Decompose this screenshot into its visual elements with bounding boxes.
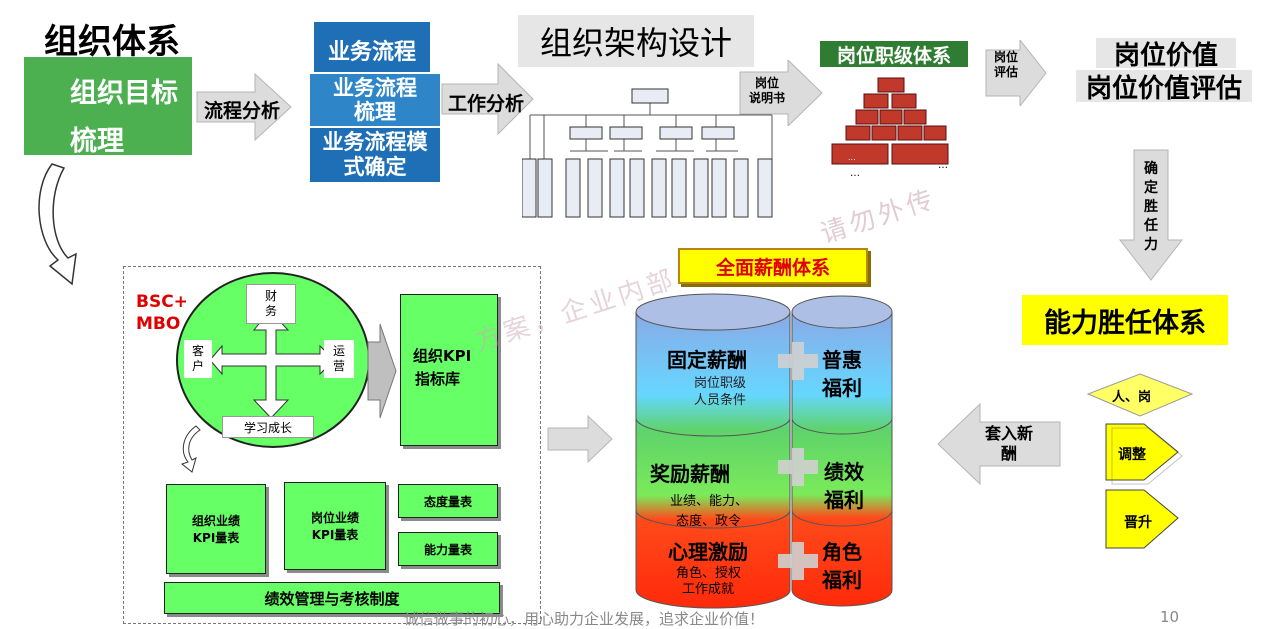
watermark-1: 请勿外传 (817, 184, 941, 250)
job-value-line2: 岗位价值评估 (1076, 70, 1252, 104)
job-eval-line1: 岗位 (993, 50, 1018, 64)
org-perf-line1: 组织业绩 (191, 514, 240, 528)
process-arrow (196, 72, 292, 142)
promote-label: 晋升 (1124, 515, 1152, 531)
fixed-sub1: 岗位职级 (694, 376, 747, 391)
attitude-table: 态度量表 (398, 484, 498, 518)
finance-line2: 务 (264, 304, 277, 318)
char-1: 确 (1144, 161, 1158, 177)
perf-system-bar: 绩效管理与考核制度 (164, 582, 500, 614)
work-arrow (441, 62, 534, 136)
biz-mode-box: 业务流程模 式确定 (310, 128, 440, 182)
competency-down-arrow (1118, 149, 1184, 281)
salary-title-box: 全面薪酬体系 (678, 248, 868, 284)
biz-process-box: 业务流程 (314, 22, 430, 72)
fixed-sub2: 人员条件 (694, 393, 747, 408)
char-3: 胜 (1144, 199, 1158, 215)
into-salary-label: 套入新 酬 (974, 424, 1044, 464)
job-desc-label: 岗位 说明书 (742, 76, 792, 106)
biz-mode-line1: 业务流程模 (322, 130, 428, 154)
org-design-box: 组织架构设计 (518, 15, 754, 67)
bonus-sub2: 态度、政令 (676, 514, 742, 529)
psych-incentive: 心理激励 (668, 540, 748, 564)
into-salary-line2: 酬 (1000, 444, 1017, 463)
org-system-title: 组织体系 (44, 22, 180, 62)
brick-pyramid: ... (831, 77, 949, 165)
learning-label: 学习成长 (222, 416, 314, 438)
customer-label: 客 户 (184, 340, 212, 378)
biz-sort-line2: 梳理 (354, 100, 396, 124)
bsc-to-kpi-arrow (367, 323, 397, 419)
org-perf-table: 组织业绩 KPI量表 (166, 484, 266, 574)
bsc-label-line2: MBO (136, 314, 181, 334)
job-value-line1: 岗位价值 (1096, 38, 1236, 71)
bsc-to-salary-arrow (547, 414, 613, 464)
customer-line1: 客 (191, 344, 204, 358)
svg-text:...: ... (848, 153, 856, 162)
ellipsis-2: … (938, 160, 948, 171)
ellipsis-1: … (850, 168, 860, 179)
welfare-cylinder (791, 295, 893, 607)
psych-sub2: 工作成就 (682, 582, 735, 597)
org-goal-line2: 梳理 (70, 126, 124, 157)
org-chart (522, 88, 773, 218)
org-perf-line2: KPI量表 (192, 531, 240, 545)
curved-down-arrow (38, 163, 77, 286)
org-goal-line1: 组织目标 (70, 78, 178, 109)
into-salary-arrow (937, 402, 1061, 486)
job-eval-label: 岗位 评估 (988, 50, 1024, 80)
char-2: 定 (1144, 180, 1158, 196)
bsc-label-line1: BSC+ (136, 292, 188, 312)
ability-table: 能力量表 (398, 532, 498, 566)
org-kpi-line1: 组织KPI (413, 347, 472, 365)
job-eval-arrow (985, 40, 1047, 106)
post-perf-table: 岗位业绩 KPI量表 (284, 482, 386, 570)
competency-system-box: 能力胜任体系 (1022, 295, 1228, 345)
post-perf-line2: KPI量表 (311, 528, 359, 542)
job-desc-line2: 说明书 (748, 91, 785, 105)
competency-flow (1086, 373, 1194, 549)
operation-line1: 运 (332, 344, 345, 358)
org-goal-box: 组织目标 梳理 (24, 57, 192, 157)
char-5: 力 (1144, 237, 1158, 253)
biz-mode-line2: 式确定 (343, 155, 407, 179)
org-kpi-library: 组织KPI 指标库 (400, 294, 498, 446)
char-4: 任 (1144, 218, 1158, 234)
bsc-cross-arrows (209, 311, 335, 419)
operation-line2: 营 (332, 359, 345, 373)
org-kpi-line2: 指标库 (415, 370, 461, 388)
job-desc-line1: 岗位 (754, 76, 779, 90)
main-cylinder (635, 293, 791, 609)
job-desc-arrow (739, 60, 823, 126)
psych-sub1: 角色、授权 (676, 566, 742, 581)
person-post: 人、岗 (1112, 390, 1152, 405)
salary-cylinders (635, 293, 893, 609)
finance-label: 财 务 (246, 284, 296, 324)
small-curved-arrow (180, 425, 201, 473)
welfare1-line2: 福利 (822, 376, 862, 400)
adjust-label: 调整 (1118, 447, 1146, 463)
finance-line1: 财 (264, 289, 277, 303)
welfare3-line2: 福利 (822, 568, 862, 592)
welfare2-line2: 福利 (824, 488, 864, 512)
biz-process-sort-box: 业务流程 梳理 (310, 74, 440, 126)
job-grade-box: 岗位职级体系 (820, 41, 968, 67)
job-eval-line2: 评估 (993, 65, 1018, 79)
process-analysis-label: 流程分析 (204, 100, 281, 122)
post-perf-line1: 岗位业绩 (310, 511, 359, 525)
operation-label: 运 营 (324, 340, 354, 378)
biz-sort-line1: 业务流程 (333, 76, 417, 100)
page-number: 10 (1160, 608, 1180, 626)
competency-arrow-text: 确 定 胜 任 力 (1138, 160, 1164, 255)
fixed-salary: 固定薪酬 (667, 348, 747, 372)
welfare1-line1: 普惠 (822, 348, 862, 372)
welfare3-line1: 角色 (822, 540, 862, 564)
bonus-sub1: 业绩、能力、 (670, 494, 749, 509)
bonus-salary: 奖励薪酬 (650, 462, 730, 486)
work-analysis-label: 工作分析 (448, 93, 525, 115)
customer-line2: 户 (191, 359, 204, 373)
footer-text: 诚信做事的初心，用心助力企业发展，追求企业价值！ (404, 610, 765, 628)
welfare2-line1: 绩效 (824, 460, 864, 484)
into-salary-line1: 套入新 (984, 424, 1033, 443)
